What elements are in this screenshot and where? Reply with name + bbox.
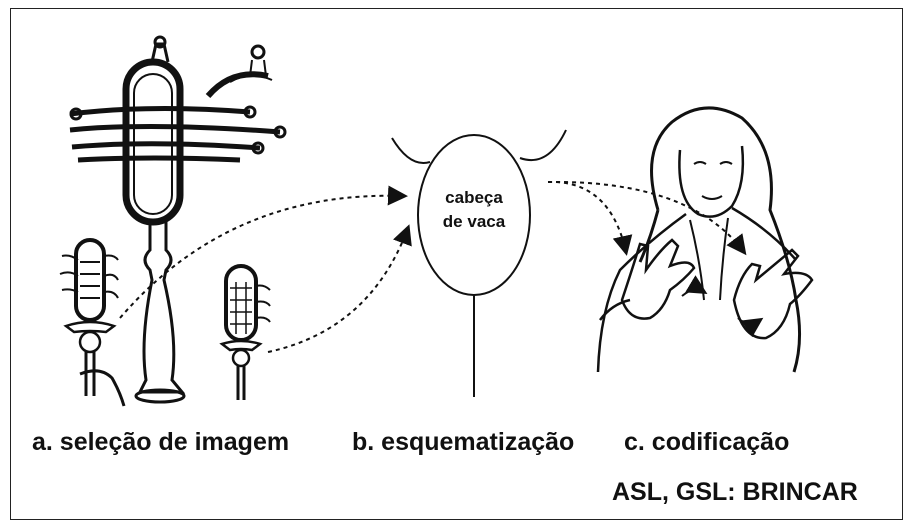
signer-hair	[650, 106, 802, 373]
caption-image-selection: a. seleção de imagem	[32, 428, 290, 456]
small-sistrum-right-illustration	[219, 264, 271, 400]
signer-illustration	[596, 106, 814, 373]
arrow-head-to-right-hand	[547, 180, 747, 256]
arrow-head-to-left-hand	[547, 180, 633, 256]
figure-frame	[10, 8, 903, 520]
caption-sign-gloss: ASL, GSL: BRINCAR	[612, 478, 858, 506]
arrow-large-sistrum-to-head	[119, 185, 408, 319]
signer-face	[678, 145, 745, 218]
cow-head-label-line2: de vaca	[442, 212, 506, 231]
cat-ornament-illustration	[205, 44, 273, 99]
cow-head-label-line1: cabeça	[445, 188, 503, 207]
signer-body	[596, 212, 687, 373]
left-horn	[391, 137, 431, 164]
caption-codification: c. codificação	[624, 428, 790, 456]
small-sistrum-left-illustration	[59, 238, 126, 407]
large-sistrum-illustration	[69, 35, 287, 404]
right-horn	[519, 129, 567, 162]
connector-arrows	[119, 180, 747, 353]
cow-head-label: cabeça de vaca	[428, 186, 520, 234]
cow-head-schema	[391, 129, 567, 397]
arrow-small-sistrum-to-head	[267, 224, 412, 353]
left-hand	[620, 238, 696, 320]
caption-schematization: b. esquematização	[352, 428, 575, 456]
right-hand	[732, 248, 814, 340]
